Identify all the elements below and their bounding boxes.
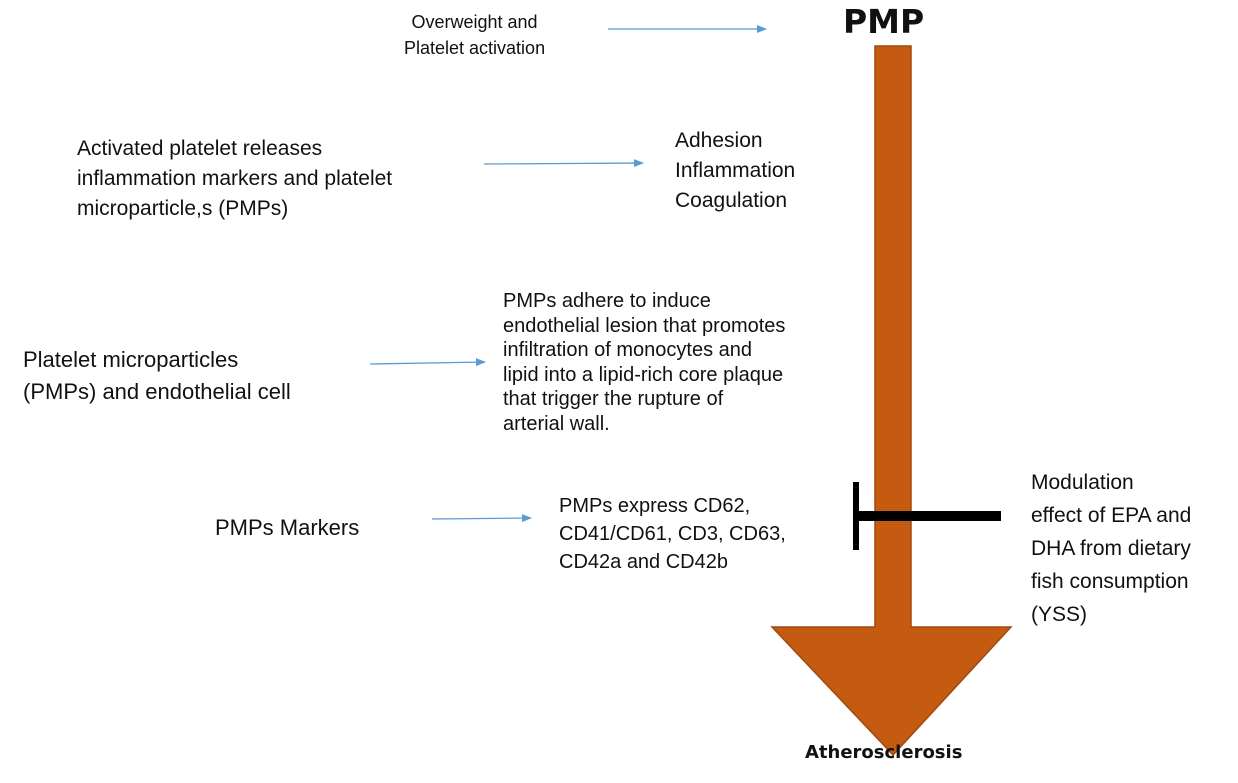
adhere-line: infiltration of monocytes and	[503, 339, 753, 361]
adhere-line: endothelial lesion that promotes	[503, 314, 786, 337]
pmps-endothelial-line: (PMPs) and endothelial cell	[23, 379, 291, 404]
effect-adhesion: Adhesion	[675, 129, 763, 152]
arrow-markers-to-express	[431, 514, 532, 523]
pmps-express-description: PMPs express CD62, CD41/CD61, CD3, CD63,…	[559, 492, 786, 576]
overweight-label: Overweight and Platelet activation	[404, 9, 545, 61]
overweight-line: Overweight and	[411, 12, 538, 32]
modulation-line: DHA from dietary	[1031, 537, 1191, 560]
adhere-line: PMPs adhere to induce	[503, 290, 711, 312]
express-line: CD41/CD61, CD3, CD63,	[559, 523, 786, 545]
adhere-line: arterial wall.	[503, 412, 610, 435]
activated-line: inflammation markers and platelet	[77, 167, 393, 190]
activated-platelet-label: Activated platelet releases inflammation…	[77, 134, 392, 224]
main-flow-arrow	[770, 45, 1013, 757]
activated-line: Activated platelet releases	[77, 137, 323, 160]
diagram-title: PMP	[843, 2, 925, 41]
modulation-line: effect of EPA and	[1031, 504, 1192, 527]
pmps-endothelial-line: Platelet microparticles	[23, 347, 239, 372]
adhere-line: that trigger the rupture of	[503, 388, 724, 410]
pmps-endothelial-label: Platelet microparticles (PMPs) and endot…	[23, 344, 291, 408]
adhere-line: lipid into a lipid-rich core plaque	[503, 363, 784, 386]
express-line: PMPs express CD62,	[559, 495, 751, 517]
activated-line: microparticle,s (PMPs)	[77, 197, 289, 220]
overweight-line: Platelet activation	[404, 38, 546, 58]
modulation-effect-label: Modulation effect of EPA and DHA from di…	[1031, 466, 1191, 631]
express-line: CD42a and CD42b	[559, 551, 728, 573]
effect-coagulation: Coagulation	[675, 189, 788, 212]
effects-label: Adhesion Inflammation Coagulation	[675, 126, 795, 216]
modulation-line: fish consumption	[1031, 570, 1189, 593]
atherosclerosis-label: Atherosclerosis	[805, 742, 963, 763]
arrow-pmps-to-adhere	[369, 358, 486, 367]
effect-inflammation: Inflammation	[675, 159, 796, 182]
modulation-line: Modulation	[1031, 471, 1134, 494]
pmps-adhere-description: PMPs adhere to induce endothelial lesion…	[503, 289, 785, 436]
modulation-line: (YSS)	[1031, 603, 1088, 626]
pmps-markers-label: PMPs Markers	[215, 515, 360, 540]
arrow-activated-to-effects	[483, 159, 644, 168]
